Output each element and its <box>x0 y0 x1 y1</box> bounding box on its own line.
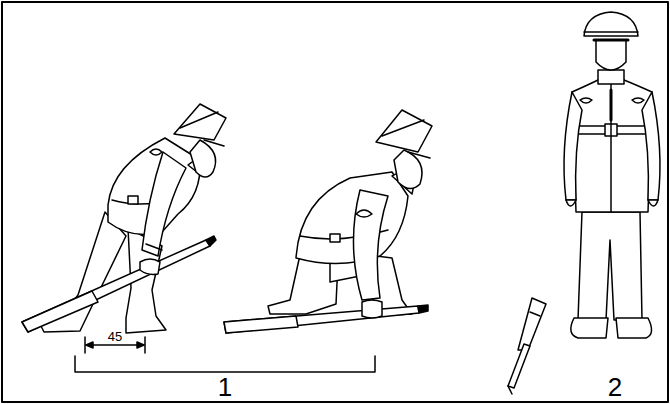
rifle <box>22 236 216 332</box>
group-bracket <box>75 356 375 372</box>
upright-rifle <box>508 298 546 394</box>
figure-number: 2 <box>606 374 624 400</box>
bending-soldier <box>40 104 226 333</box>
figure-number: 1 <box>216 374 234 400</box>
dimension-value: 45 <box>106 330 124 343</box>
standing-soldier <box>564 12 660 338</box>
rifle <box>224 300 428 333</box>
kneeling-soldier <box>268 110 432 316</box>
